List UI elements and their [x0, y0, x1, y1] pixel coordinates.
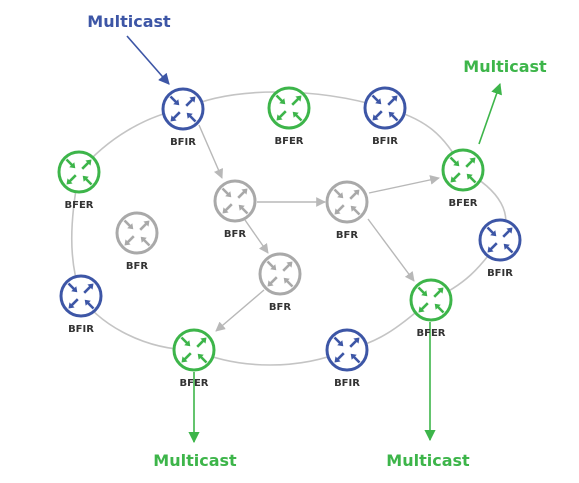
multicast-out-top-right-arrow [478, 82, 502, 145]
node-label-bfr-center-1: BFR [224, 229, 246, 240]
node-label-bfir-left: BFIR [68, 324, 94, 335]
node-label-bfr-isolated: BFR [126, 261, 148, 272]
node-label-bfr-center-2: BFR [336, 230, 358, 241]
node-label-bfr-center-3: BFR [269, 302, 291, 313]
arrow-bfr3-to-bfer-bottom [215, 289, 265, 332]
router-icon [267, 86, 311, 130]
nodes-layer: BFIR BFER BFIR BFER BFIR BFER BFIR BFER BFIR BFER… [57, 86, 522, 389]
node-label-bfer-bottom-left: BFER [180, 378, 209, 389]
node-bfr-center-3: BFR [258, 252, 302, 313]
router-icon [325, 328, 369, 372]
node-label-bfer-right-lower: BFER [417, 328, 446, 339]
router-icon [115, 211, 159, 255]
node-bfir-bottom: BFIR [325, 328, 369, 389]
node-bfr-isolated: BFR [115, 211, 159, 272]
router-icon [409, 278, 453, 322]
router-icon [258, 252, 302, 296]
router-icon [213, 179, 257, 223]
node-label-bfer-left: BFER [65, 200, 94, 211]
multicast-in-arrow [126, 35, 170, 85]
multicast-out-bottom-right-label: Multicast [386, 451, 470, 470]
node-bfir-top: BFIR [161, 87, 205, 148]
multicast-out-bottom-left-label: Multicast [153, 451, 237, 470]
node-bfir-left: BFIR [59, 274, 103, 335]
router-icon [59, 274, 103, 318]
node-bfer-right-upper: BFER [441, 148, 485, 209]
forwarding-arrows [198, 124, 440, 332]
node-bfer-right-lower: BFER [409, 278, 453, 339]
router-icon [161, 87, 205, 131]
node-bfr-center-1: BFR [213, 179, 257, 240]
router-icon [478, 218, 522, 262]
multicast-arrows [126, 35, 502, 444]
domain-ring [70, 91, 507, 366]
router-icon [441, 148, 485, 192]
multicast-out-top-right-label: Multicast [463, 57, 547, 76]
arrow-bfr2-to-bfer-right [368, 175, 440, 194]
node-bfir-top-right: BFIR [363, 86, 407, 147]
node-label-bfir-bottom: BFIR [334, 378, 360, 389]
router-icon [172, 328, 216, 372]
arrow-bfr2-to-bfer-lower [367, 218, 415, 282]
node-bfr-center-2: BFR [325, 180, 369, 241]
node-label-bfer-top: BFER [275, 136, 304, 147]
node-label-bfir-right: BFIR [487, 268, 513, 279]
node-label-bfir-top: BFIR [170, 137, 196, 148]
node-bfer-left: BFER [57, 150, 101, 211]
multicast-in-label: Multicast [87, 12, 171, 31]
node-bfer-bottom-left: BFER [172, 328, 216, 389]
node-bfir-right: BFIR [478, 218, 522, 279]
arrow-bfr1-to-bfr3 [244, 219, 269, 254]
node-bfer-top: BFER [267, 86, 311, 147]
node-label-bfer-right-upper: BFER [449, 198, 478, 209]
router-icon [325, 180, 369, 224]
arrow-bfir-to-bfr1 [198, 124, 223, 179]
node-label-bfir-top-right: BFIR [372, 136, 398, 147]
router-icon [363, 86, 407, 130]
router-icon [57, 150, 101, 194]
